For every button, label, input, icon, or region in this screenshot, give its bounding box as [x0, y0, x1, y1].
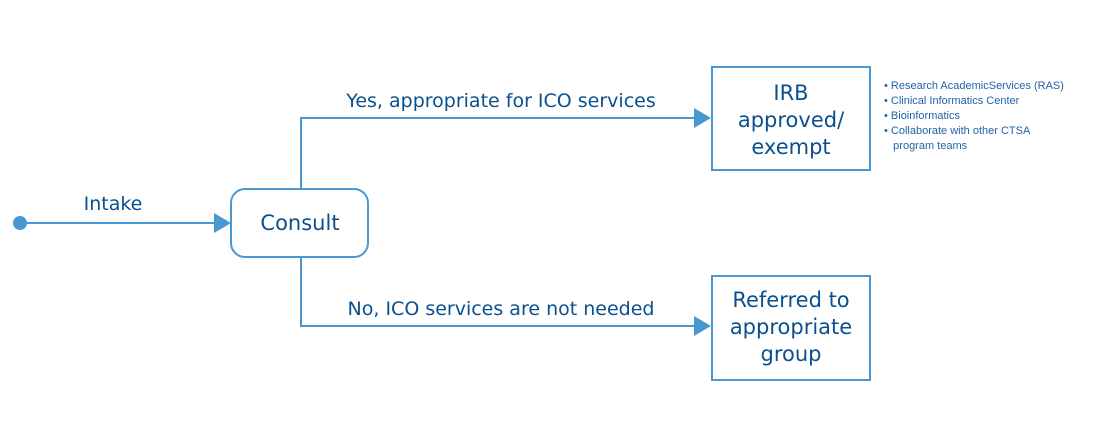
note-item: program teams — [884, 140, 968, 152]
intake-arrowhead — [214, 213, 231, 233]
no-arrowhead — [694, 316, 711, 336]
yes-arrowhead — [694, 108, 711, 128]
referred-node — [711, 275, 871, 381]
note-item: • Bioinformatics — [884, 110, 960, 122]
irb-label-line-1: IRB — [773, 81, 808, 105]
yes-edge — [300, 117, 694, 189]
no-edge — [300, 257, 694, 327]
note-item: • Collaborate with other CTSA — [884, 125, 1031, 137]
note-item: • Clinical Informatics Center — [884, 95, 1020, 107]
referred-label-line-3: group — [761, 342, 822, 366]
irb-label-line-2: approved/ — [738, 108, 845, 132]
irb-node — [711, 66, 871, 171]
no-label: No, ICO services are not needed — [348, 298, 655, 320]
consult-label: Consult — [260, 211, 339, 235]
yes-label: Yes, appropriate for ICO services — [345, 90, 656, 112]
services-note: • Research AcademicServices (RAS) • Clin… — [884, 80, 1064, 152]
referred-label-line-2: appropriate — [730, 315, 852, 339]
consult-node — [230, 188, 369, 258]
referred-label-line-1: Referred to — [732, 288, 849, 312]
irb-label-line-3: exempt — [751, 135, 830, 159]
intake-label: Intake — [84, 193, 143, 215]
note-item: • Research AcademicServices (RAS) — [884, 80, 1064, 92]
